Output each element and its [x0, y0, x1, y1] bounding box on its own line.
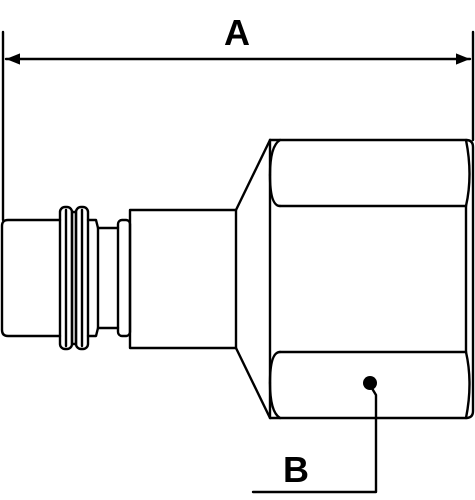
dimension-label-a: A — [224, 12, 250, 53]
callout-b-point — [363, 376, 377, 390]
callout-b-leader — [251, 383, 378, 494]
plug-nose — [0, 218, 62, 338]
dimension-a — [1, 30, 475, 222]
callout-label-b: B — [283, 449, 309, 490]
plug-shank — [96, 138, 272, 420]
hex-body — [268, 138, 475, 420]
locking-groove — [58, 205, 100, 351]
